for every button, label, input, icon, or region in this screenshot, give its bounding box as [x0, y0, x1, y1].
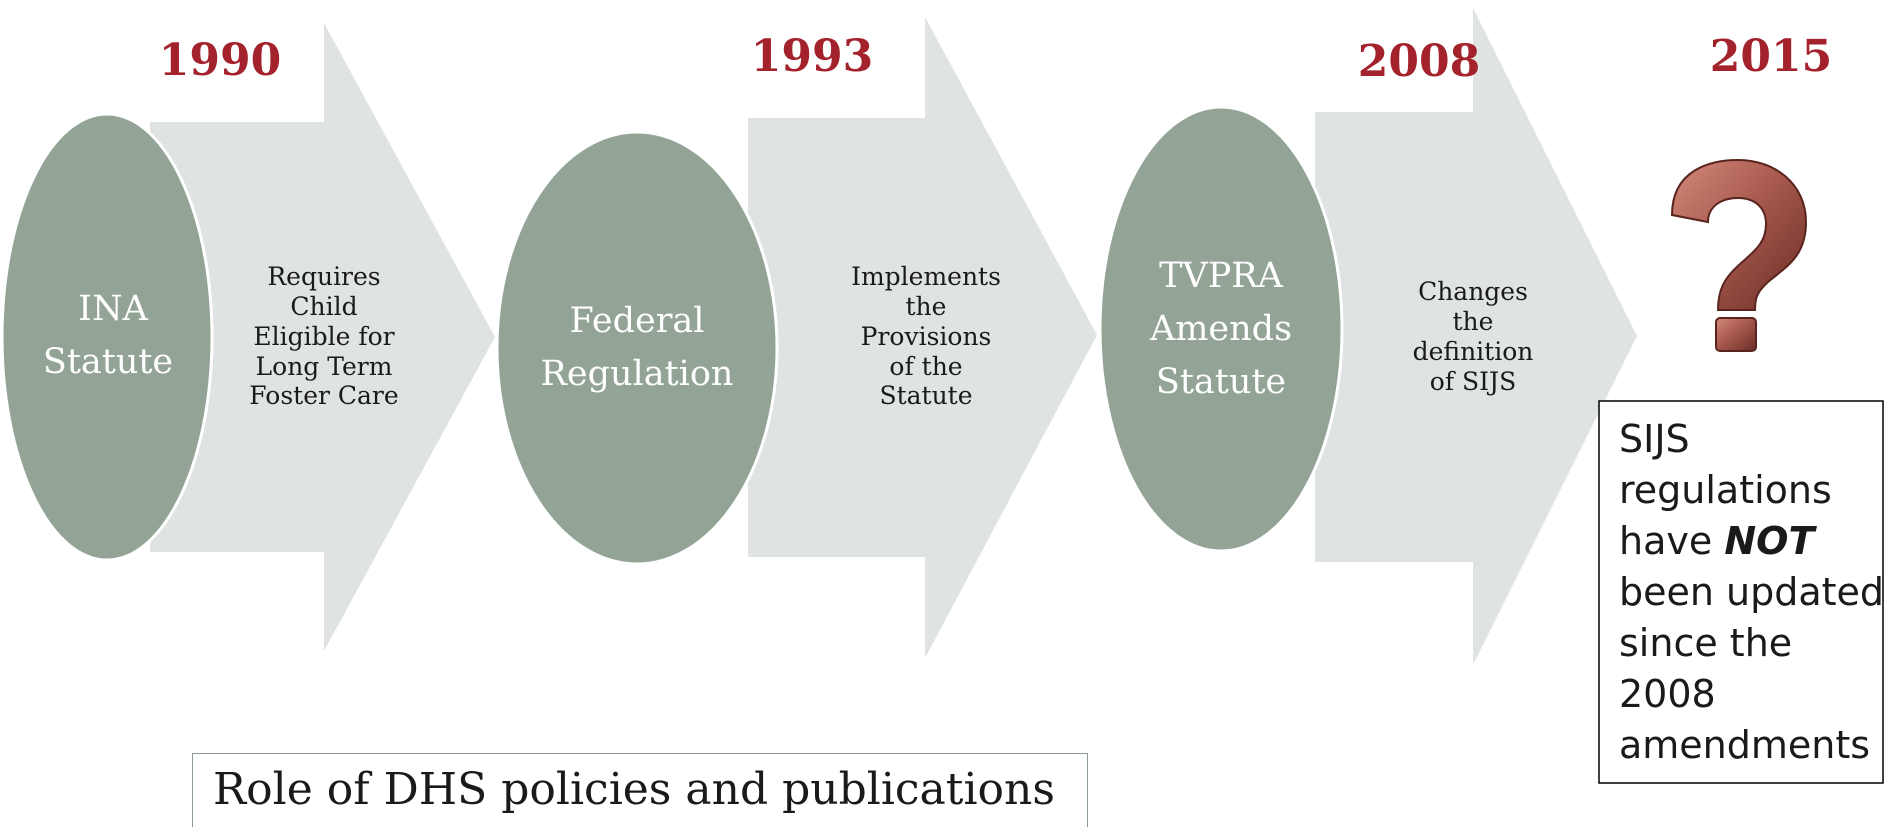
oval-label: Regulation — [541, 354, 734, 394]
oval-label: TVPRA — [1159, 256, 1284, 296]
arrow-description: Child — [290, 292, 357, 321]
oval-federal-regulation — [495, 130, 779, 566]
arrow-description: Provisions — [861, 322, 992, 351]
arrow-description: Requires — [267, 262, 380, 291]
note-line: regulations — [1619, 468, 1832, 512]
oval-tvpra — [1098, 105, 1344, 553]
role-box-title: Role of DHS policies and publications — [213, 764, 1055, 815]
note-line: have NOT — [1619, 519, 1817, 563]
arrow-description: the — [906, 292, 947, 321]
note-emphasis: NOT — [1724, 519, 1817, 563]
arrow-description: Statute — [879, 381, 972, 410]
arrow-description: of SIJS — [1430, 367, 1516, 396]
timeline-arrow-3 — [1315, 8, 1637, 665]
arrow-description: Long Term — [256, 352, 393, 381]
note-line: since the — [1619, 621, 1792, 665]
year-label: 2008 — [1358, 36, 1480, 87]
question-mark-icon — [1670, 158, 1808, 352]
year-label: 1993 — [751, 31, 873, 82]
role-box: Role of DHS policies and publications — [192, 753, 1088, 827]
oval-label: Amends — [1149, 309, 1292, 349]
arrow-description: the — [1453, 307, 1494, 336]
oval-label: Statute — [1156, 362, 1286, 402]
oval-label: INA — [78, 289, 148, 329]
oval-ina-statute — [0, 112, 214, 562]
oval-label: Federal — [570, 301, 705, 341]
arrow-description: of the — [889, 352, 962, 381]
timeline-arrow-2 — [748, 17, 1097, 658]
note-line: 2008 — [1619, 672, 1716, 716]
arrow-description: Eligible for — [253, 322, 394, 351]
arrow-description: Foster Care — [249, 381, 398, 410]
oval-label: Statute — [43, 342, 173, 382]
timeline-arrow-1 — [150, 23, 495, 651]
arrow-description: Changes — [1418, 277, 1528, 306]
arrow-description: Implements — [851, 262, 1001, 291]
note-line: been updated — [1619, 570, 1884, 614]
note-line-prefix: have — [1619, 519, 1712, 563]
note-line: amendments — [1619, 723, 1870, 767]
arrow-description: definition — [1413, 337, 1534, 366]
year-label: 1990 — [159, 35, 281, 86]
note-box — [1598, 400, 1884, 784]
year-label: 2015 — [1710, 31, 1832, 82]
note-line: SIJS — [1619, 417, 1690, 461]
